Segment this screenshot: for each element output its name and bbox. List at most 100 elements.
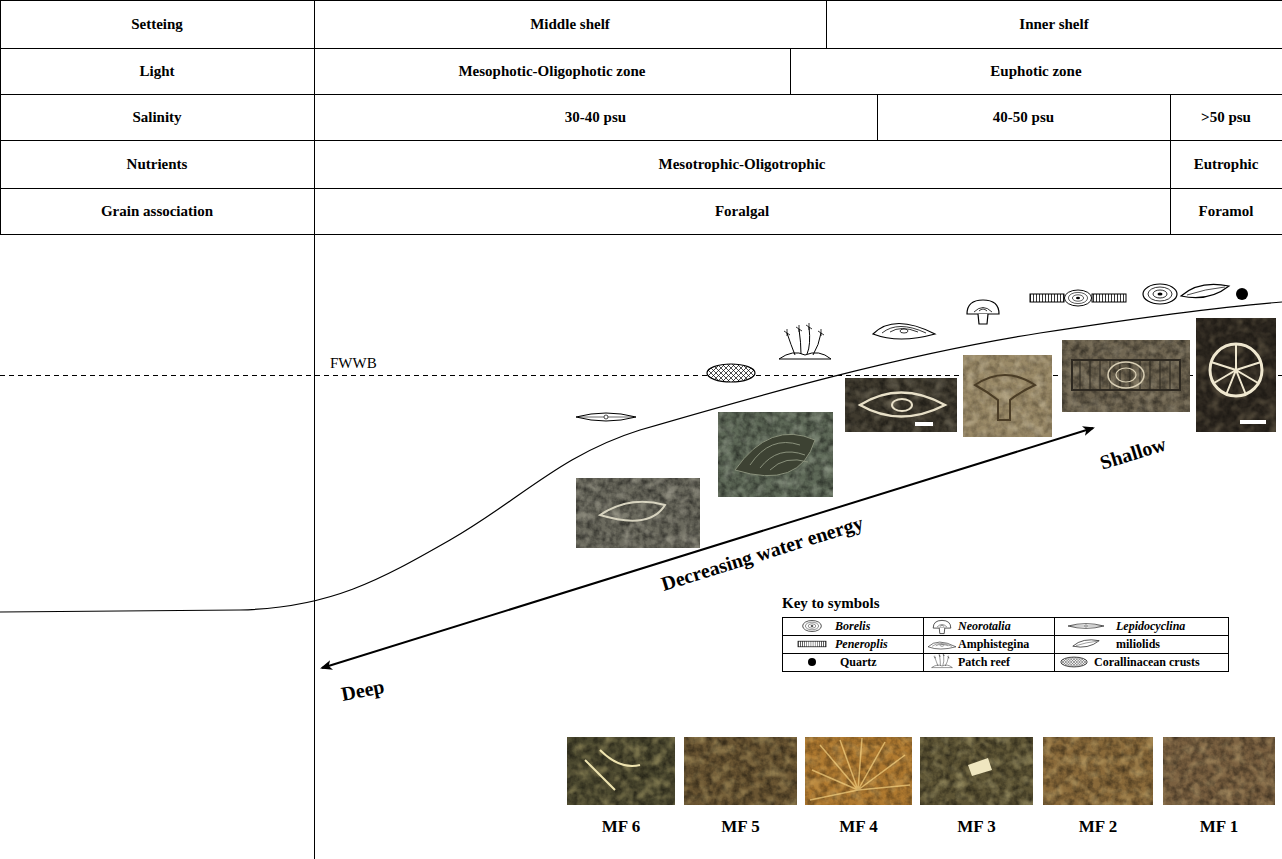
legend-text: Borelis	[835, 617, 870, 635]
photo-area	[684, 737, 797, 805]
seafloor-profile	[0, 302, 1282, 612]
thin-section-photo-part	[963, 355, 1052, 437]
microfacies-photo	[920, 737, 1033, 805]
thin-section-photo-part	[1062, 340, 1190, 412]
biota-symbols-part	[1236, 288, 1248, 300]
microfacies-label: MF 4	[805, 817, 912, 837]
thin-section-photo-part	[1196, 318, 1276, 432]
thin-section-photo-part	[1062, 340, 1190, 412]
microfacies-photo-part	[684, 737, 797, 805]
biota-symbols-part	[873, 324, 935, 340]
microfacies-photo-part	[1163, 737, 1275, 805]
microfacies-photo-part	[805, 737, 912, 805]
table-cell-text: Grain association	[101, 188, 213, 234]
thin-section-photo	[718, 412, 833, 497]
biota-symbols-part	[1143, 284, 1177, 304]
key-symbols-part	[928, 642, 956, 649]
table-cell-text: Foralgal	[715, 188, 769, 234]
key-symbols-part	[1061, 657, 1087, 667]
biota-symbols-part	[1030, 294, 1064, 302]
legend-text: Quartz	[840, 653, 877, 671]
thin-section-photo-part	[750, 443, 808, 471]
legend-text: miliolids	[1116, 635, 1160, 653]
microfacies-photo-part	[585, 750, 640, 790]
legend-text: Patch reef	[958, 653, 1010, 671]
microfacies-tile: MF 1	[1163, 737, 1275, 837]
thin-section-photo-part	[915, 422, 933, 426]
photo-area	[567, 737, 675, 805]
table-cell-text: 40-50 psu	[993, 94, 1054, 140]
biota-symbols-part	[1092, 294, 1126, 302]
thin-section-photo-part	[600, 502, 665, 521]
microfacies-photo-part	[684, 737, 797, 805]
biota-symbols-part	[1181, 284, 1229, 297]
microfacies-photo-part	[684, 737, 797, 805]
photo-area	[1043, 737, 1153, 805]
microfacies-label: MF 2	[1043, 817, 1153, 837]
thin-section-photo-part	[576, 478, 700, 548]
thin-section-photo-part	[975, 375, 1035, 420]
key-symbols-part	[803, 621, 822, 632]
microfacies-photo	[805, 737, 912, 805]
table-cell-text: Mesophotic-Oligophotic zone	[458, 48, 645, 94]
microfacies-photo-part	[1043, 737, 1153, 805]
biota-symbols-part	[576, 413, 636, 421]
thin-section-photo-part	[1210, 344, 1262, 396]
microfacies-label: MF 6	[567, 817, 675, 837]
microfacies-tile: MF 6	[567, 737, 675, 837]
thin-section-photo-part	[576, 478, 700, 548]
thin-section-photo-part	[892, 399, 912, 411]
thin-section-photo-part	[1062, 340, 1190, 412]
biota-symbols-part	[707, 364, 755, 382]
microfacies-photo-part	[805, 737, 912, 805]
key-symbols-part	[1068, 624, 1104, 629]
microfacies-photo-part	[567, 737, 675, 805]
slope-label: Deep	[339, 674, 386, 706]
microfacies-photo-part	[920, 737, 1033, 805]
slope-label: Decreasing water energy	[658, 510, 866, 595]
table-cell-text: Nutrients	[127, 140, 188, 188]
thin-section-photo	[576, 478, 700, 548]
legend-text: Peneroplis	[835, 635, 888, 653]
table-cell-text: Euphotic zone	[990, 48, 1081, 94]
microfacies-photo-part	[1043, 737, 1153, 805]
microfacies-photo-part	[805, 737, 912, 805]
key-symbols-part	[798, 641, 826, 647]
microfacies-label: MF 1	[1163, 817, 1275, 837]
thin-section-photo-part	[718, 412, 833, 497]
microfacies-photo	[567, 737, 675, 805]
microfacies-photo-part	[968, 758, 992, 776]
key-symbols-part	[932, 653, 953, 667]
microfacies-photo-part	[920, 737, 1033, 805]
key-table-grid-part	[783, 618, 1229, 672]
thin-section-photo-part	[1240, 420, 1266, 424]
header-table-grid-part	[0, 1, 1282, 235]
table-cell-text: >50 psu	[1201, 94, 1251, 140]
key-table-grid	[783, 618, 1229, 672]
thin-section-photo-part	[860, 393, 945, 417]
thin-section-photo-part	[1080, 360, 1170, 390]
table-cell-text: Setteing	[131, 0, 183, 48]
microfacies-tile: MF 4	[805, 737, 912, 837]
thin-section-photo-part	[1108, 362, 1144, 388]
legend-text: Neorotalia	[958, 617, 1011, 635]
thin-section-photo	[1196, 318, 1276, 432]
biota-symbols	[576, 284, 1248, 421]
thin-section-photo	[1062, 340, 1190, 412]
thin-section-photo-part	[963, 355, 1052, 437]
photo-area	[920, 737, 1033, 805]
annotation-label: Key to symbols	[782, 594, 880, 612]
microfacies-photo-part	[920, 737, 1033, 805]
microfacies-photo-part	[1163, 737, 1275, 805]
microfacies-tile: MF 3	[920, 737, 1033, 837]
header-table-grid-part	[1, 0, 1171, 859]
water-energy-arrow	[322, 428, 1093, 668]
thin-section-photo	[845, 378, 957, 432]
microfacies-photo-part	[567, 737, 675, 805]
microfacies-photo	[1043, 737, 1153, 805]
slope-label: Shallow	[1097, 431, 1169, 474]
legend-text: Corallinacean crusts	[1094, 653, 1200, 671]
